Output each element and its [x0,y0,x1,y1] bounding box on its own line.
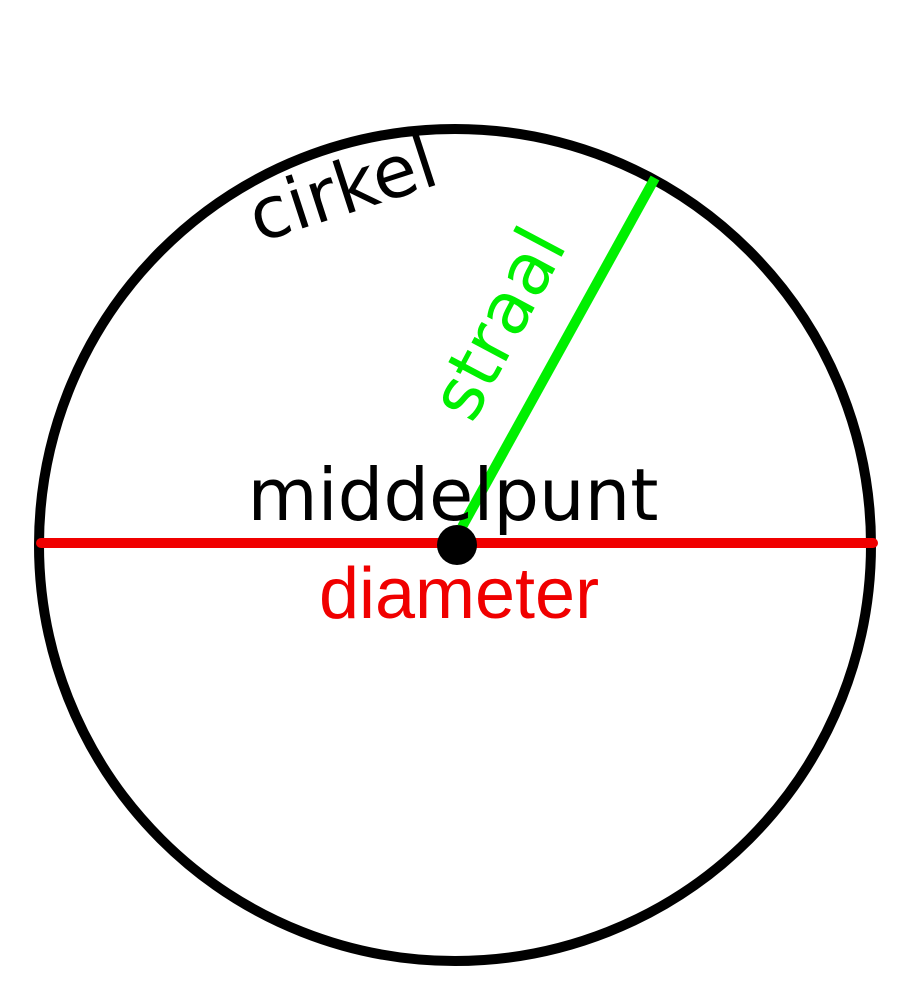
diameter-label: diameter [319,554,599,634]
center-label: middelpunt [247,453,658,537]
radius-line [457,175,660,530]
center-point [437,525,477,565]
